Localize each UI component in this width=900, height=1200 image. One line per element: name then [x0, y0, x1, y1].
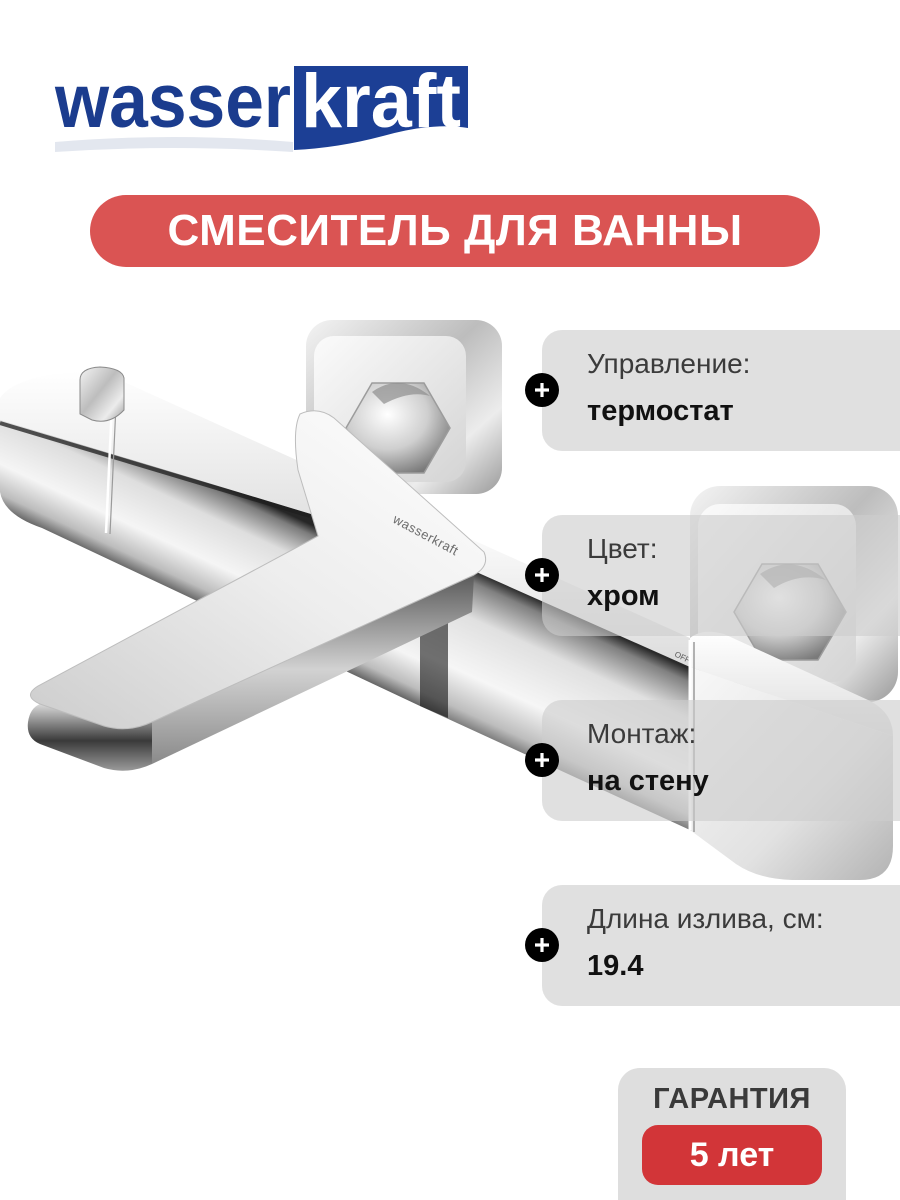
- plus-icon: [525, 743, 559, 777]
- spec-card-color: Цвет: хром: [525, 515, 900, 636]
- plus-icon: [525, 928, 559, 962]
- spec-label: Управление:: [587, 348, 751, 379]
- spec-value: на стену: [587, 765, 709, 797]
- spec-card-control: Управление: термостат: [525, 330, 900, 451]
- logo-text-wasser: wasser: [54, 62, 291, 144]
- plus-icon: [525, 558, 559, 592]
- logo-kraft-box: [294, 66, 468, 150]
- warranty-value: 5 лет: [689, 1136, 775, 1174]
- brand-logo: wasser kraft: [54, 62, 468, 152]
- spec-label: Монтаж:: [587, 718, 697, 749]
- warranty-label: ГАРАНТИЯ: [653, 1083, 811, 1115]
- spec-value: хром: [587, 580, 660, 612]
- plus-icon: [525, 373, 559, 407]
- logo-text-kraft: kraft: [301, 62, 461, 144]
- spec-value: термостат: [587, 395, 734, 427]
- spec-card-spout-length: Длина излива, см: 19.4: [525, 885, 900, 1006]
- warranty-pill: 5 лет: [642, 1125, 822, 1185]
- title-banner: СМЕСИТЕЛЬ ДЛЯ ВАННЫ: [90, 195, 820, 267]
- spec-label: Длина излива, см:: [587, 903, 824, 934]
- faucet-knob-button: [79, 366, 125, 422]
- faucet-spout: wasserkraft: [27, 410, 487, 771]
- spec-label: Цвет:: [587, 533, 658, 564]
- banner-title: СМЕСИТЕЛЬ ДЛЯ ВАННЫ: [167, 206, 743, 255]
- spec-card-mounting: Монтаж: на стену: [525, 700, 900, 821]
- logo-wave: [55, 137, 293, 152]
- spec-value: 19.4: [587, 950, 644, 982]
- warranty-badge: ГАРАНТИЯ 5 лет: [618, 1068, 846, 1200]
